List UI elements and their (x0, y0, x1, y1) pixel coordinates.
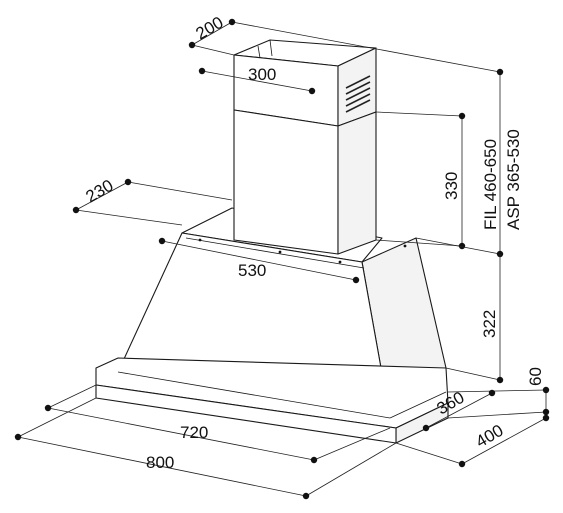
dim-top-width: 530 (158, 237, 360, 284)
dim-base-depth: 230 (72, 176, 233, 226)
dim-total-height: FIL 460-650 ASP 365-530 (415, 68, 523, 258)
dim-label-total-width: 800 (146, 453, 174, 472)
dim-label-chimney-depth: 200 (193, 13, 227, 44)
dim-total-width: 800 (14, 397, 397, 500)
dim-label-inner-width: 720 (180, 423, 208, 442)
dim-label-asp: ASP 365-530 (504, 129, 523, 230)
dim-label-rim-height: 60 (526, 367, 545, 386)
dim-label-chimney-width: 300 (248, 65, 276, 84)
dim-label-fil: FIL 460-650 (481, 139, 500, 230)
dim-label-body-height: 322 (480, 310, 499, 338)
dim-label-chimney-height: 330 (442, 172, 461, 200)
dim-label-total-depth: 400 (473, 421, 507, 452)
dim-body-height: 322 (445, 254, 504, 384)
dim-rim-height: 60 (447, 367, 550, 419)
dim-chimney-width: 300 (198, 65, 316, 95)
dim-label-top-width: 530 (238, 261, 266, 280)
dim-label-base-depth: 230 (83, 176, 117, 207)
dim-inner-width: 720 (44, 384, 391, 464)
dim-chimney-height: 330 (375, 111, 466, 250)
hood-chimney (233, 39, 377, 255)
hood-rim (95, 357, 449, 444)
